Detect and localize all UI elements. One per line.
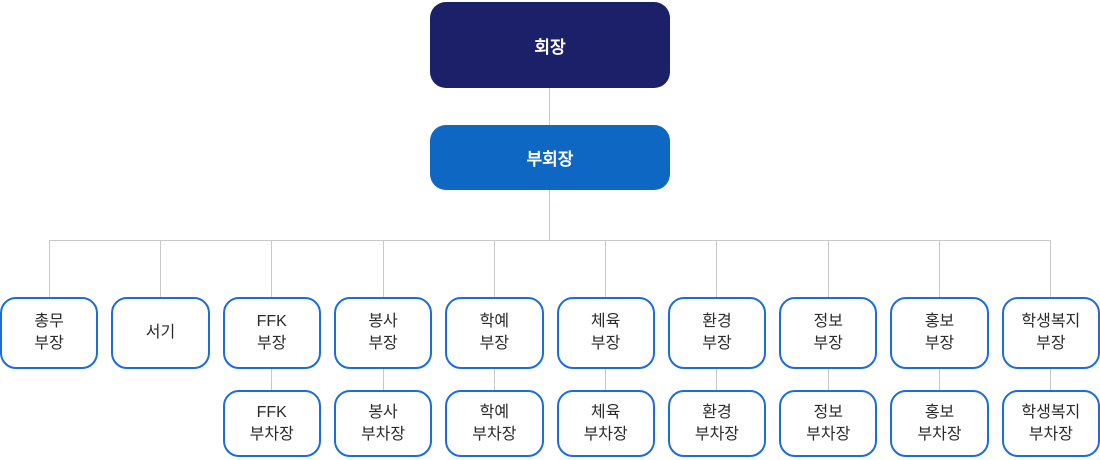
- dept-box-cheyuk: 체육 부장: [556, 297, 655, 369]
- dept-box-hagye: 학예 부장: [445, 297, 544, 369]
- dept-box-seogi: 서기: [111, 297, 210, 369]
- dept-label: 체육 부장: [590, 313, 621, 352]
- org-column-hagye: 학예 부장 학예 부차장: [445, 240, 544, 457]
- dept-label: 홍보 부장: [924, 313, 955, 352]
- department-columns: 총무 부장 서기 FFK 부장 FFK 부차장 봉사 부장: [0, 240, 1100, 457]
- connector-drop-line: [159, 240, 161, 297]
- deputy-box-hwangyeong: 환경 부차장: [667, 390, 767, 457]
- org-column-haksaengbokji: 학생복지 부장 학생복지 부차장: [1001, 240, 1100, 457]
- org-column-ffk: FFK 부장 FFK 부차장: [222, 240, 321, 457]
- org-column-hwangyeong: 환경 부장 환경 부차장: [667, 240, 767, 457]
- connector-drop-line: [1050, 240, 1052, 297]
- connector-deputy-line: [271, 369, 273, 390]
- dept-label: 봉사 부장: [368, 313, 398, 352]
- connector-deputy-line: [1050, 369, 1052, 390]
- org-column-seogi: 서기: [111, 240, 210, 457]
- deputy-box-haksaengbokji: 학생복지 부차장: [1001, 390, 1100, 457]
- chairman-box: 회장: [430, 2, 670, 88]
- deputy-box-bongsa: 봉사 부차장: [333, 390, 433, 457]
- org-column-jeongbo: 정보 부장 정보 부차장: [779, 240, 878, 457]
- connector-drop-line: [605, 240, 607, 297]
- connector-drop-line: [716, 240, 718, 297]
- deputy-label: 환경 부차장: [694, 403, 740, 443]
- dept-label: 환경 부장: [702, 313, 732, 352]
- dept-label: 학예 부장: [479, 313, 510, 352]
- connector-deputy-line: [716, 369, 718, 390]
- deputy-label: 정보 부차장: [806, 403, 851, 443]
- connector-deputy-line: [493, 369, 495, 390]
- connector-deputy-line: [605, 369, 607, 390]
- connector-vice-bus: [549, 190, 550, 240]
- dept-label: 서기: [145, 324, 176, 341]
- deputy-box-ffk: FFK 부차장: [222, 390, 321, 457]
- dept-box-jeongbo: 정보 부장: [779, 297, 878, 369]
- deputy-label: 봉사 부차장: [360, 403, 406, 443]
- connector-bus-line: [49, 240, 1051, 241]
- dept-box-hwangyeong: 환경 부장: [667, 297, 767, 369]
- deputy-label: FFK 부차장: [249, 403, 294, 443]
- dept-label: 학생복지 부장: [1021, 313, 1081, 352]
- org-column-cheyuk: 체육 부장 체육 부차장: [556, 240, 655, 457]
- vice-chairman-label: 부회장: [526, 150, 574, 169]
- dept-label: FFK 부장: [256, 313, 287, 352]
- deputy-label: 학생복지 부차장: [1021, 403, 1081, 443]
- connector-drop-line: [939, 240, 941, 297]
- connector-chairman-vice: [549, 88, 550, 125]
- connector-drop-line: [382, 240, 384, 297]
- dept-box-ffk: FFK 부장: [222, 297, 321, 369]
- connector-drop-line: [493, 240, 495, 297]
- deputy-box-cheyuk: 체육 부차장: [556, 390, 655, 457]
- connector-deputy-line: [827, 369, 829, 390]
- org-column-hongbo: 홍보 부장 홍보 부차장: [890, 240, 989, 457]
- connector-drop-line: [271, 240, 273, 297]
- dept-box-chongmu: 총무 부장: [0, 297, 99, 369]
- dept-box-bongsa: 봉사 부장: [333, 297, 433, 369]
- deputy-box-jeongbo: 정보 부차장: [779, 390, 878, 457]
- deputy-box-hagye: 학예 부차장: [445, 390, 544, 457]
- org-column-bongsa: 봉사 부장 봉사 부차장: [333, 240, 433, 457]
- dept-box-haksaengbokji: 학생복지 부장: [1001, 297, 1100, 369]
- deputy-box-hongbo: 홍보 부차장: [890, 390, 989, 457]
- connector-drop-line: [48, 240, 50, 297]
- dept-label: 총무 부장: [34, 313, 64, 352]
- connector-drop-line: [827, 240, 829, 297]
- connector-deputy-line: [382, 369, 384, 390]
- chairman-label: 회장: [534, 37, 566, 57]
- deputy-label: 홍보 부차장: [917, 403, 962, 443]
- dept-label: 정보 부장: [813, 313, 843, 352]
- connector-deputy-line: [939, 369, 941, 390]
- vice-chairman-box: 부회장: [430, 125, 670, 190]
- org-column-chongmu: 총무 부장: [0, 240, 99, 457]
- deputy-label: 학예 부차장: [472, 403, 517, 443]
- deputy-label: 체육 부차장: [583, 403, 628, 443]
- dept-box-hongbo: 홍보 부장: [890, 297, 989, 369]
